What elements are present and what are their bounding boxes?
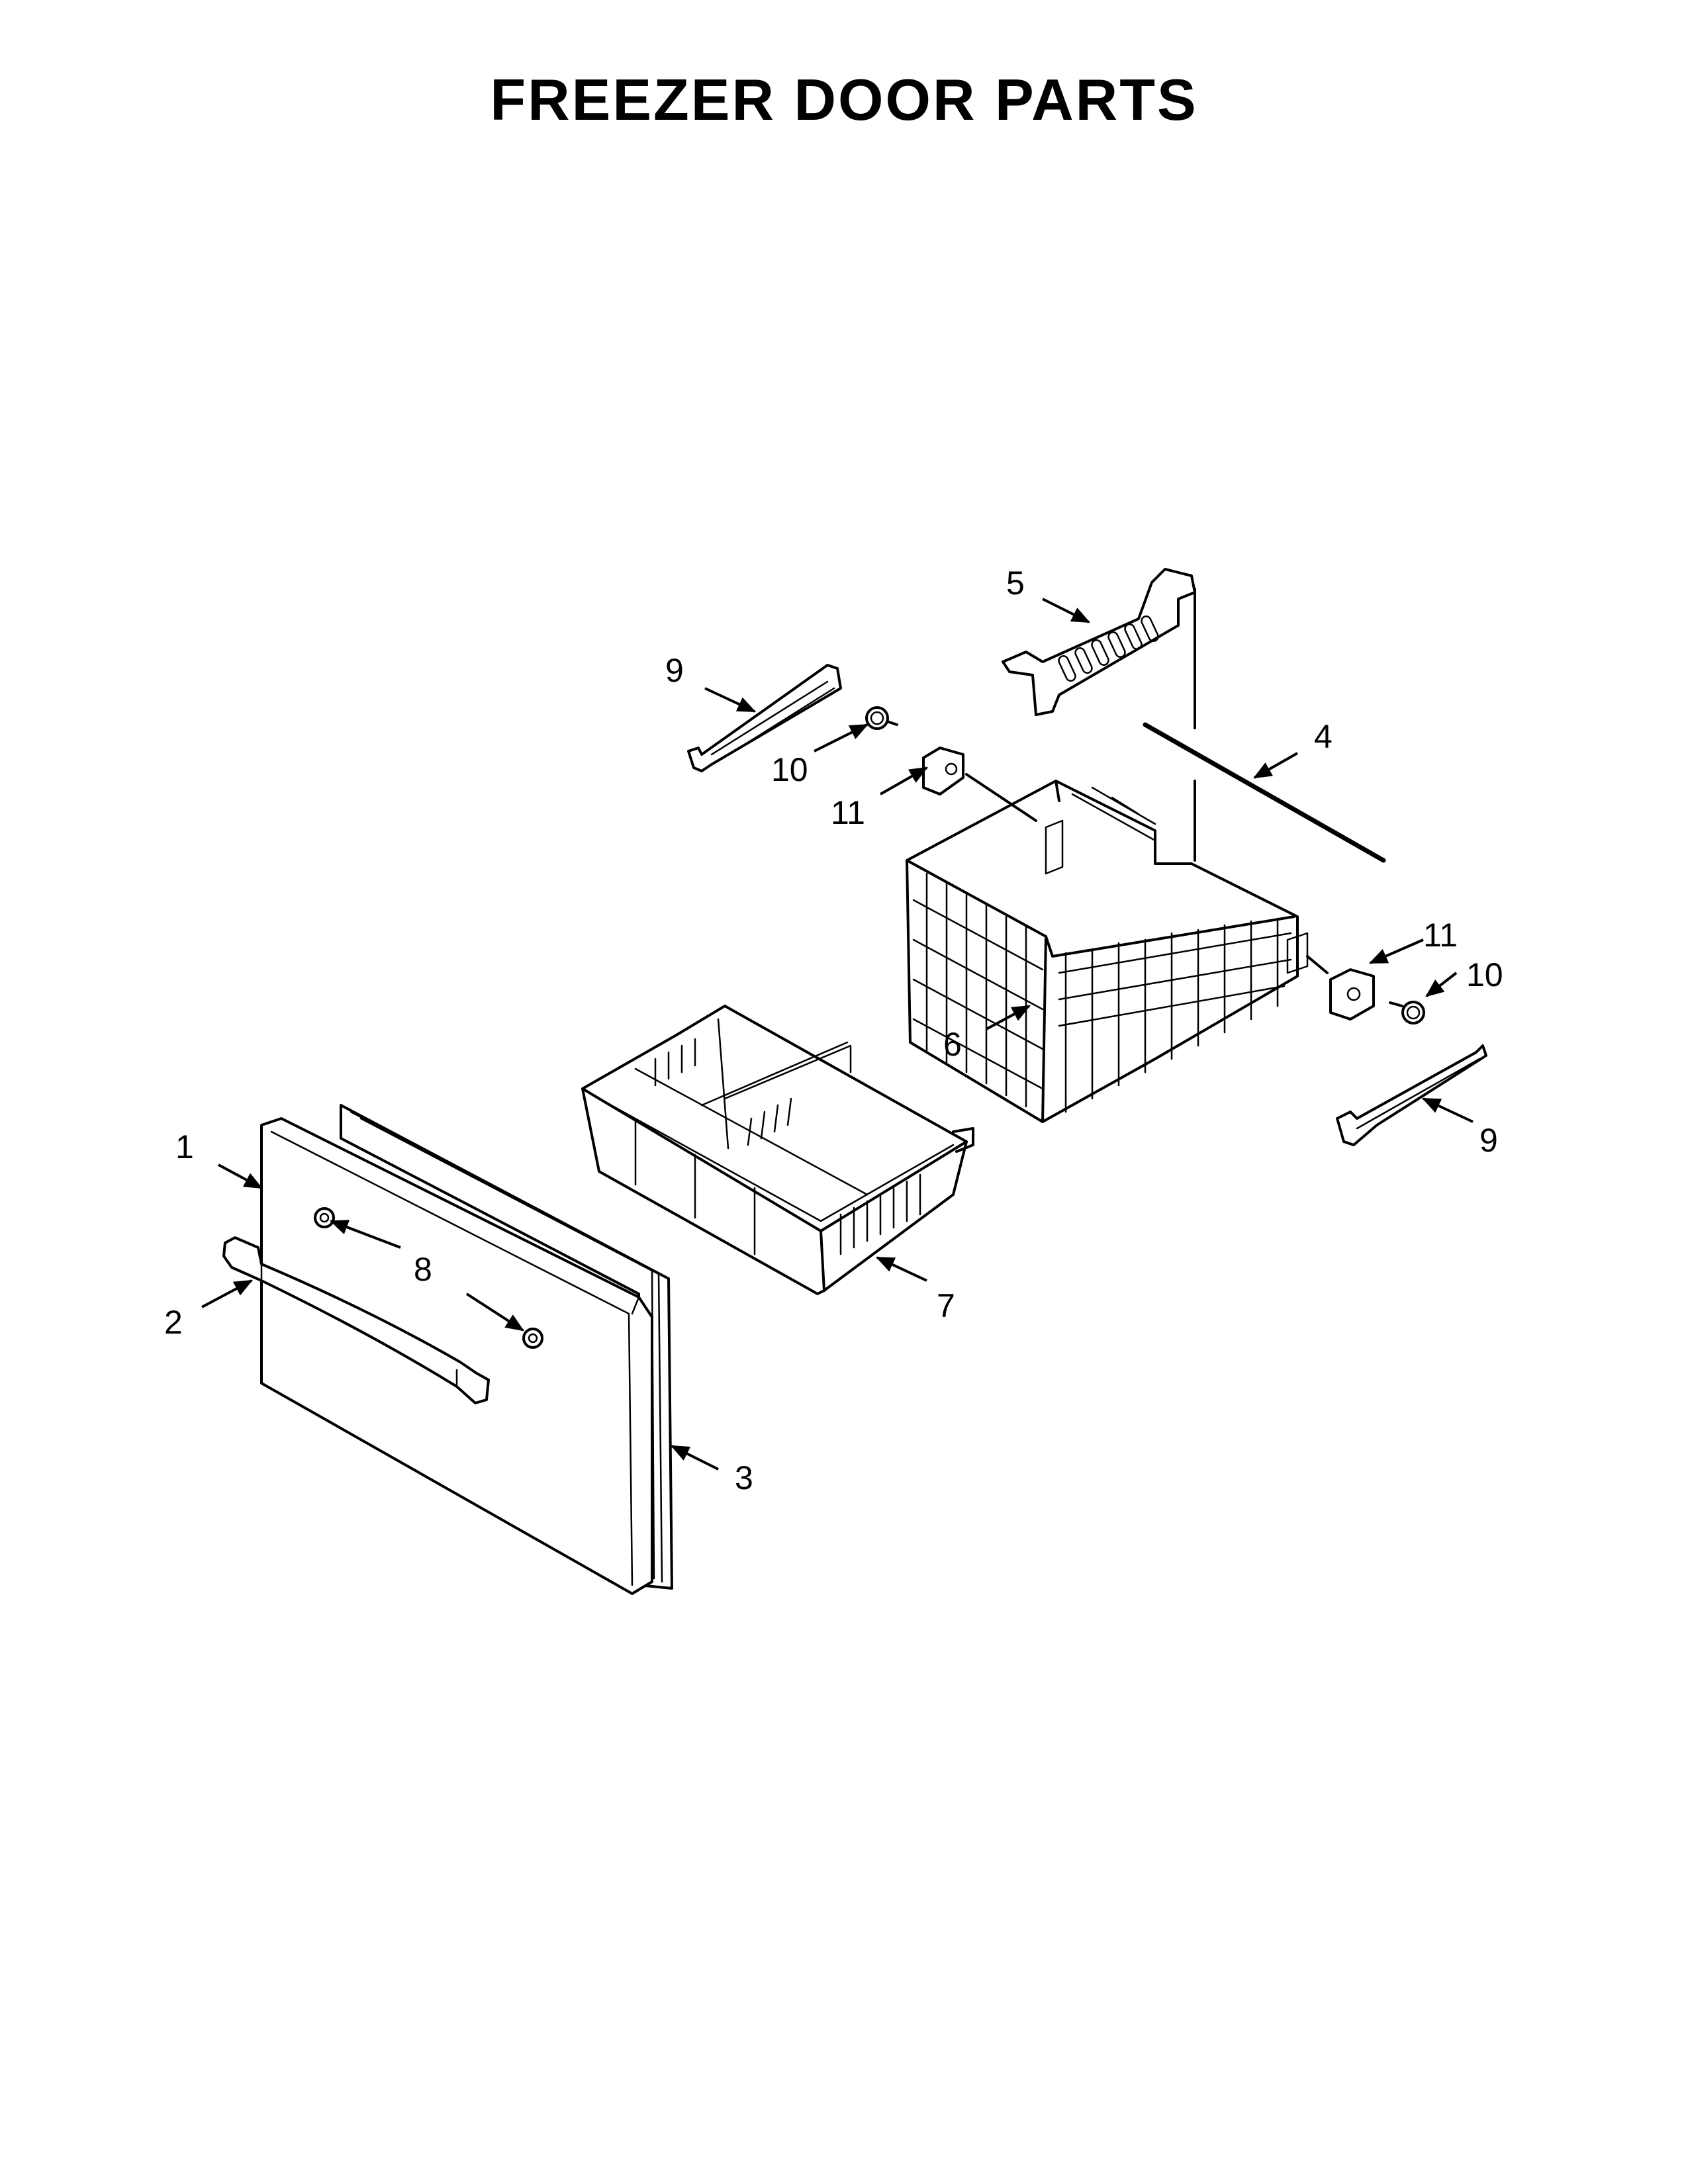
handle-stud-lower — [522, 1328, 543, 1349]
leader-4 — [1252, 752, 1298, 779]
leader-7 — [875, 1256, 927, 1282]
callout-9a: 9 — [665, 652, 684, 689]
slide-rail-right-part — [1336, 1044, 1487, 1146]
callout-11a: 11 — [831, 794, 865, 831]
slide-rail-left-part — [687, 664, 842, 772]
freezer-door-part — [260, 1117, 653, 1595]
callout-6: 6 — [943, 1026, 962, 1063]
freezer-bin-part — [581, 1005, 974, 1295]
leader-9b — [1421, 1097, 1474, 1123]
wire-basket-part — [906, 780, 1309, 1123]
basket-divider-part — [1002, 568, 1196, 862]
leader-8b — [465, 1293, 524, 1332]
leader-2 — [201, 1279, 254, 1308]
leader-10a — [814, 723, 869, 752]
leader-5 — [1042, 598, 1091, 623]
callout-8: 8 — [414, 1251, 432, 1288]
callout-2: 2 — [164, 1304, 183, 1341]
leader-8a — [329, 1220, 401, 1249]
leader-3 — [670, 1445, 719, 1471]
callout-10a: 10 — [771, 751, 808, 788]
callout-5: 5 — [1006, 565, 1025, 602]
callout-11b: 11 — [1423, 917, 1458, 954]
leader-11a — [880, 766, 929, 796]
callout-4: 4 — [1314, 718, 1333, 755]
bracket-upper-part — [922, 747, 1037, 822]
handle-stud-upper — [314, 1207, 335, 1228]
callout-1: 1 — [175, 1128, 194, 1165]
page-title: FREEZER DOOR PARTS — [490, 67, 1198, 132]
basket-rod-part — [1143, 722, 1386, 863]
leader-10b — [1425, 972, 1458, 997]
bracket-right-part — [1306, 955, 1375, 1021]
leader-1 — [218, 1163, 263, 1189]
callout-10b: 10 — [1466, 956, 1503, 993]
callout-3: 3 — [735, 1459, 753, 1496]
callout-labels: 1 2 3 4 5 6 7 8 9 9 10 10 11 11 — [164, 565, 1503, 1496]
gear-upper-part — [865, 706, 898, 730]
leader-11b — [1368, 938, 1424, 964]
gear-lower-part — [1389, 1001, 1425, 1024]
callout-7: 7 — [937, 1287, 955, 1324]
callout-9b: 9 — [1479, 1122, 1498, 1159]
callout-leaders — [201, 598, 1474, 1471]
leader-6 — [986, 1005, 1031, 1030]
door-handle-part — [222, 1236, 490, 1404]
leader-9a — [704, 687, 757, 713]
